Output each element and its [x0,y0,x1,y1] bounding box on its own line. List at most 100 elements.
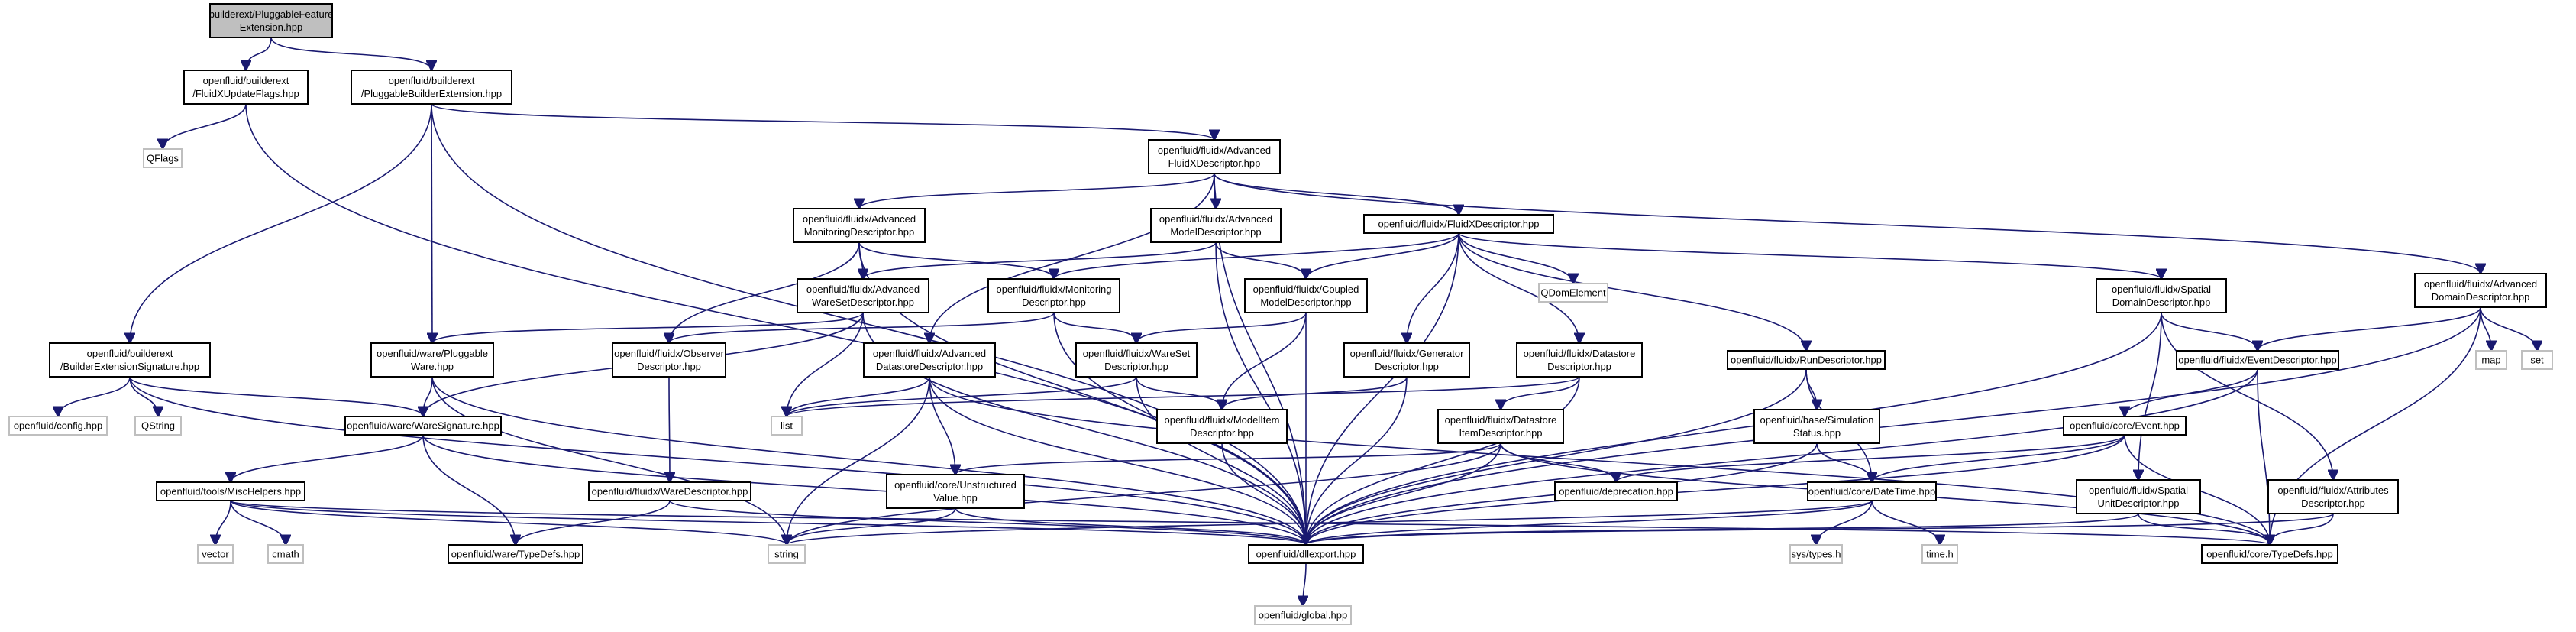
node-advfluidx[interactable]: openfluid/fluidx/AdvancedFluidXDescripto… [1148,139,1281,174]
node-fluidxupdateflags[interactable]: openfluid/builderext/FluidXUpdateFlags.h… [183,70,309,105]
include-edge-generatordesc-to-dllexport [1306,376,1408,545]
include-edge-advmonitoring-to-monitoringdesc [858,241,1054,279]
node-label-line: openfluid/fluidx/Advanced [2424,278,2537,290]
node-label-line: map [2481,355,2500,366]
node-deprecation[interactable]: openfluid/deprecation.hpp [1554,481,1678,501]
node-box [351,70,512,105]
node-box [2176,350,2339,370]
node-label-line: openfluid/fluidx/Advanced [806,284,920,295]
node-box [209,3,333,38]
include-edge-advmodel-to-dllexport [1215,241,1306,545]
node-box [1789,544,1843,564]
include-edge-eventdesc-to-coretypedefs [2257,368,2270,545]
node-fluidxdesc[interactable]: openfluid/fluidx/FluidXDescriptor.hpp [1363,214,1554,234]
node-label-line: openfluid/ware/WareSignature.hpp [347,420,499,432]
node-label-line: openfluid/dllexport.hpp [1256,549,1356,560]
node-string: string [768,544,806,564]
include-edge-waredesc-to-dllexport [669,500,1306,545]
include-edge-datetime-to-systypes [1816,500,1873,545]
node-label-line: openfluid/fluidx/Spatial [2089,485,2188,496]
include-edge-monitoringdesc-to-waresetdesc [1053,312,1136,343]
include-edge-advdomain-to-set [2480,306,2537,351]
node-label-line: openfluid/core/Event.hpp [2070,420,2180,432]
node-cmath: cmath [267,544,304,564]
node-attributesdesc[interactable]: openfluid/fluidx/AttributesDescriptor.hp… [2267,479,2399,514]
include-edge-pluggablebuilderext-to-pluggableware [431,103,432,343]
include-edge-waredesc-to-waretypedefs [516,500,671,545]
node-label-line: ModelDescriptor.hpp [1260,297,1351,308]
node-label-line: openfluid/global.hpp [1259,610,1347,621]
node-rundesc[interactable]: openfluid/fluidx/RunDescriptor.hpp [1727,350,1886,370]
node-label-line: ItemDescriptor.hpp [1459,427,1542,439]
include-edge-advdomain-to-dllexport [1306,306,2481,545]
include-edge-waresetdesc-to-list [787,376,1137,416]
node-builderextsig[interactable]: openfluid/builderext/BuilderExtensionSig… [49,342,211,378]
node-label-line: openfluid/fluidx/Observer [614,348,724,359]
node-advdomain[interactable]: openfluid/fluidx/AdvancedDomainDescripto… [2414,273,2547,308]
node-spatialdomain[interactable]: openfluid/fluidx/SpatialDomainDescriptor… [2096,278,2227,313]
include-edge-datastoreitem-to-string [787,442,1501,545]
node-box [1538,283,1608,303]
node-label-line: list [781,420,793,432]
node-datastoredesc[interactable]: openfluid/fluidx/DatastoreDescriptor.hpp [1516,342,1643,378]
node-box [1363,214,1554,234]
include-edge-pluggableware-to-dllexport [431,376,1306,545]
include-edge-advmodel-to-advwareset [863,241,1217,279]
node-waresetdesc[interactable]: openfluid/fluidx/WareSetDescriptor.hpp [1075,342,1198,378]
node-coupledmodel[interactable]: openfluid/fluidx/CoupledModelDescriptor.… [1244,278,1368,313]
node-label-line: openfluid/core/DateTime.hpp [1808,486,1935,497]
node-label-line: time.h [1926,549,1953,560]
node-coretypedefs[interactable]: openfluid/core/TypeDefs.hpp [2201,544,2338,564]
node-coreevent[interactable]: openfluid/core/Event.hpp [2063,416,2187,436]
node-box [156,481,305,501]
node-pluggablebuilderext[interactable]: openfluid/builderext/PluggableBuilderExt… [351,70,512,105]
node-spatialunit[interactable]: openfluid/fluidx/SpatialUnitDescriptor.h… [2076,479,2201,514]
node-advmonitoring[interactable]: openfluid/fluidx/AdvancedMonitoringDescr… [793,208,926,243]
node-box [2475,350,2507,370]
node-advmodel[interactable]: openfluid/fluidx/AdvancedModelDescriptor… [1150,208,1282,243]
node-label-line: openfluid/builderext [203,75,289,86]
include-edge-fluidxdesc-to-qdomelement [1458,232,1573,284]
node-box [771,416,803,436]
include-edge-datastoredesc-to-list [787,376,1580,416]
node-box [134,416,182,436]
include-edge-waresignature-to-misc [231,434,424,482]
node-waresignature[interactable]: openfluid/ware/WareSignature.hpp [344,416,502,436]
node-datastoreitem[interactable]: openfluid/fluidx/DatastoreItemDescriptor… [1437,409,1564,444]
include-edge-datetime-to-string [787,500,1873,545]
node-label-line: Descriptor.hpp [637,361,701,372]
node-datetime[interactable]: openfluid/core/DateTime.hpp [1807,481,1937,501]
node-dllexport[interactable]: openfluid/dllexport.hpp [1248,544,1364,564]
include-edge-coreevent-to-deprecation [1616,434,2125,482]
node-label-line: openfluid/fluidx/ModelItem [1164,414,1279,426]
node-box [1807,481,1937,501]
node-set: set [2521,350,2553,370]
node-label-line: openfluid/fluidx/Coupled [1253,284,1359,295]
node-box [8,416,108,436]
node-label-line: openfluid/builderext [87,348,173,359]
node-advwareset[interactable]: openfluid/fluidx/AdvancedWareSetDescript… [797,278,929,313]
node-waredesc[interactable]: openfluid/fluidx/WareDescriptor.hpp [588,481,751,501]
node-box [267,544,304,564]
node-misc[interactable]: openfluid/tools/MiscHelpers.hpp [156,481,305,501]
node-label-line: vector [202,549,229,560]
node-label-line: MonitoringDescriptor.hpp [804,226,915,238]
node-label-line: set [2530,355,2544,366]
node-label-line: openfluid/fluidx/Advanced [1158,144,1271,156]
include-edge-waresetdesc-to-dllexport [1136,376,1306,545]
include-edge-fluidxupdateflags-to-qflags [163,103,247,149]
include-edge-fluidxdesc-to-coupledmodel [1306,232,1459,279]
node-advdatastore[interactable]: openfluid/fluidx/AdvancedDatastoreDescri… [863,342,996,378]
node-box [183,70,309,105]
node-eventdesc[interactable]: openfluid/fluidx/EventDescriptor.hpp [2176,350,2339,370]
node-label-line: openfluid/fluidx/WareSet [1083,348,1191,359]
node-monitoringdesc[interactable]: openfluid/fluidx/MonitoringDescriptor.hp… [987,278,1120,313]
node-waretypedefs[interactable]: openfluid/ware/TypeDefs.hpp [448,544,583,564]
